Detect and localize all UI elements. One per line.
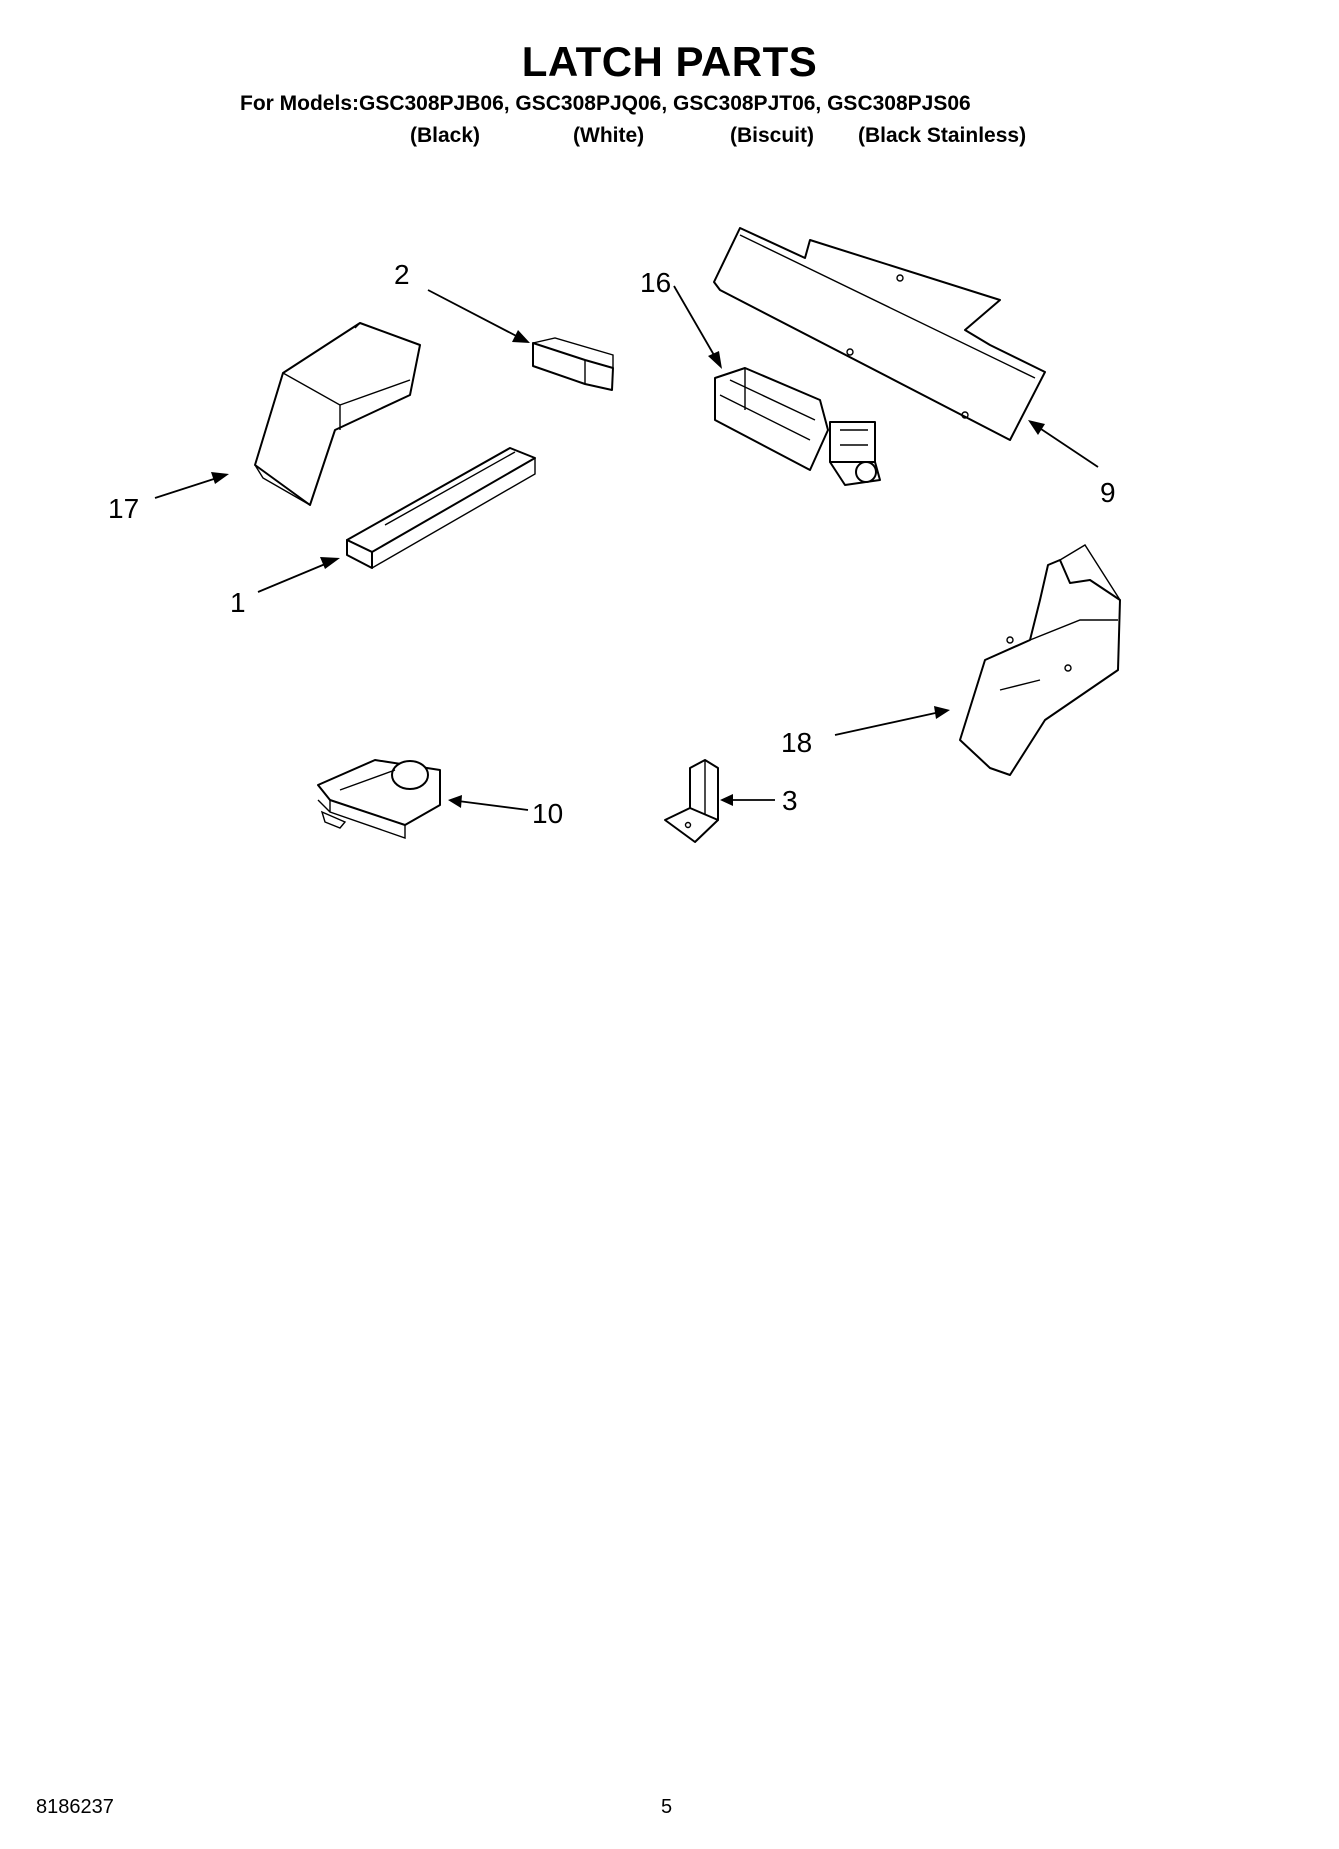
callout-9: 9 <box>1100 477 1116 508</box>
part-17-trim <box>254 322 421 506</box>
callout-1: 1 <box>230 587 246 618</box>
color-black-stainless: (Black Stainless) <box>858 124 1027 147</box>
callout-18: 18 <box>781 727 812 758</box>
document-number: 8186237 <box>36 1796 114 1818</box>
part-2-block <box>532 337 614 391</box>
callout-2: 2 <box>394 259 410 290</box>
part-1-strip <box>346 447 536 569</box>
models-line: For Models:GSC308PJB06, GSC308PJQ06, GSC… <box>240 92 971 115</box>
color-black: (Black) <box>410 124 481 147</box>
page-number: 5 <box>661 1796 673 1818</box>
callout-10: 10 <box>532 798 563 829</box>
part-10-switch <box>317 759 441 839</box>
page-title: LATCH PARTS <box>521 38 818 85</box>
color-biscuit: (Biscuit) <box>730 124 814 147</box>
part-3-clip <box>664 759 719 843</box>
color-white: (White) <box>573 124 645 147</box>
callout-16: 16 <box>640 267 671 298</box>
part-9-shield <box>713 227 1046 441</box>
callout-3: 3 <box>782 785 798 816</box>
part-16-latch-assembly <box>714 367 881 486</box>
callout-17: 17 <box>108 493 139 524</box>
part-18-bracket <box>959 544 1121 776</box>
leader-lines <box>154 285 1099 811</box>
